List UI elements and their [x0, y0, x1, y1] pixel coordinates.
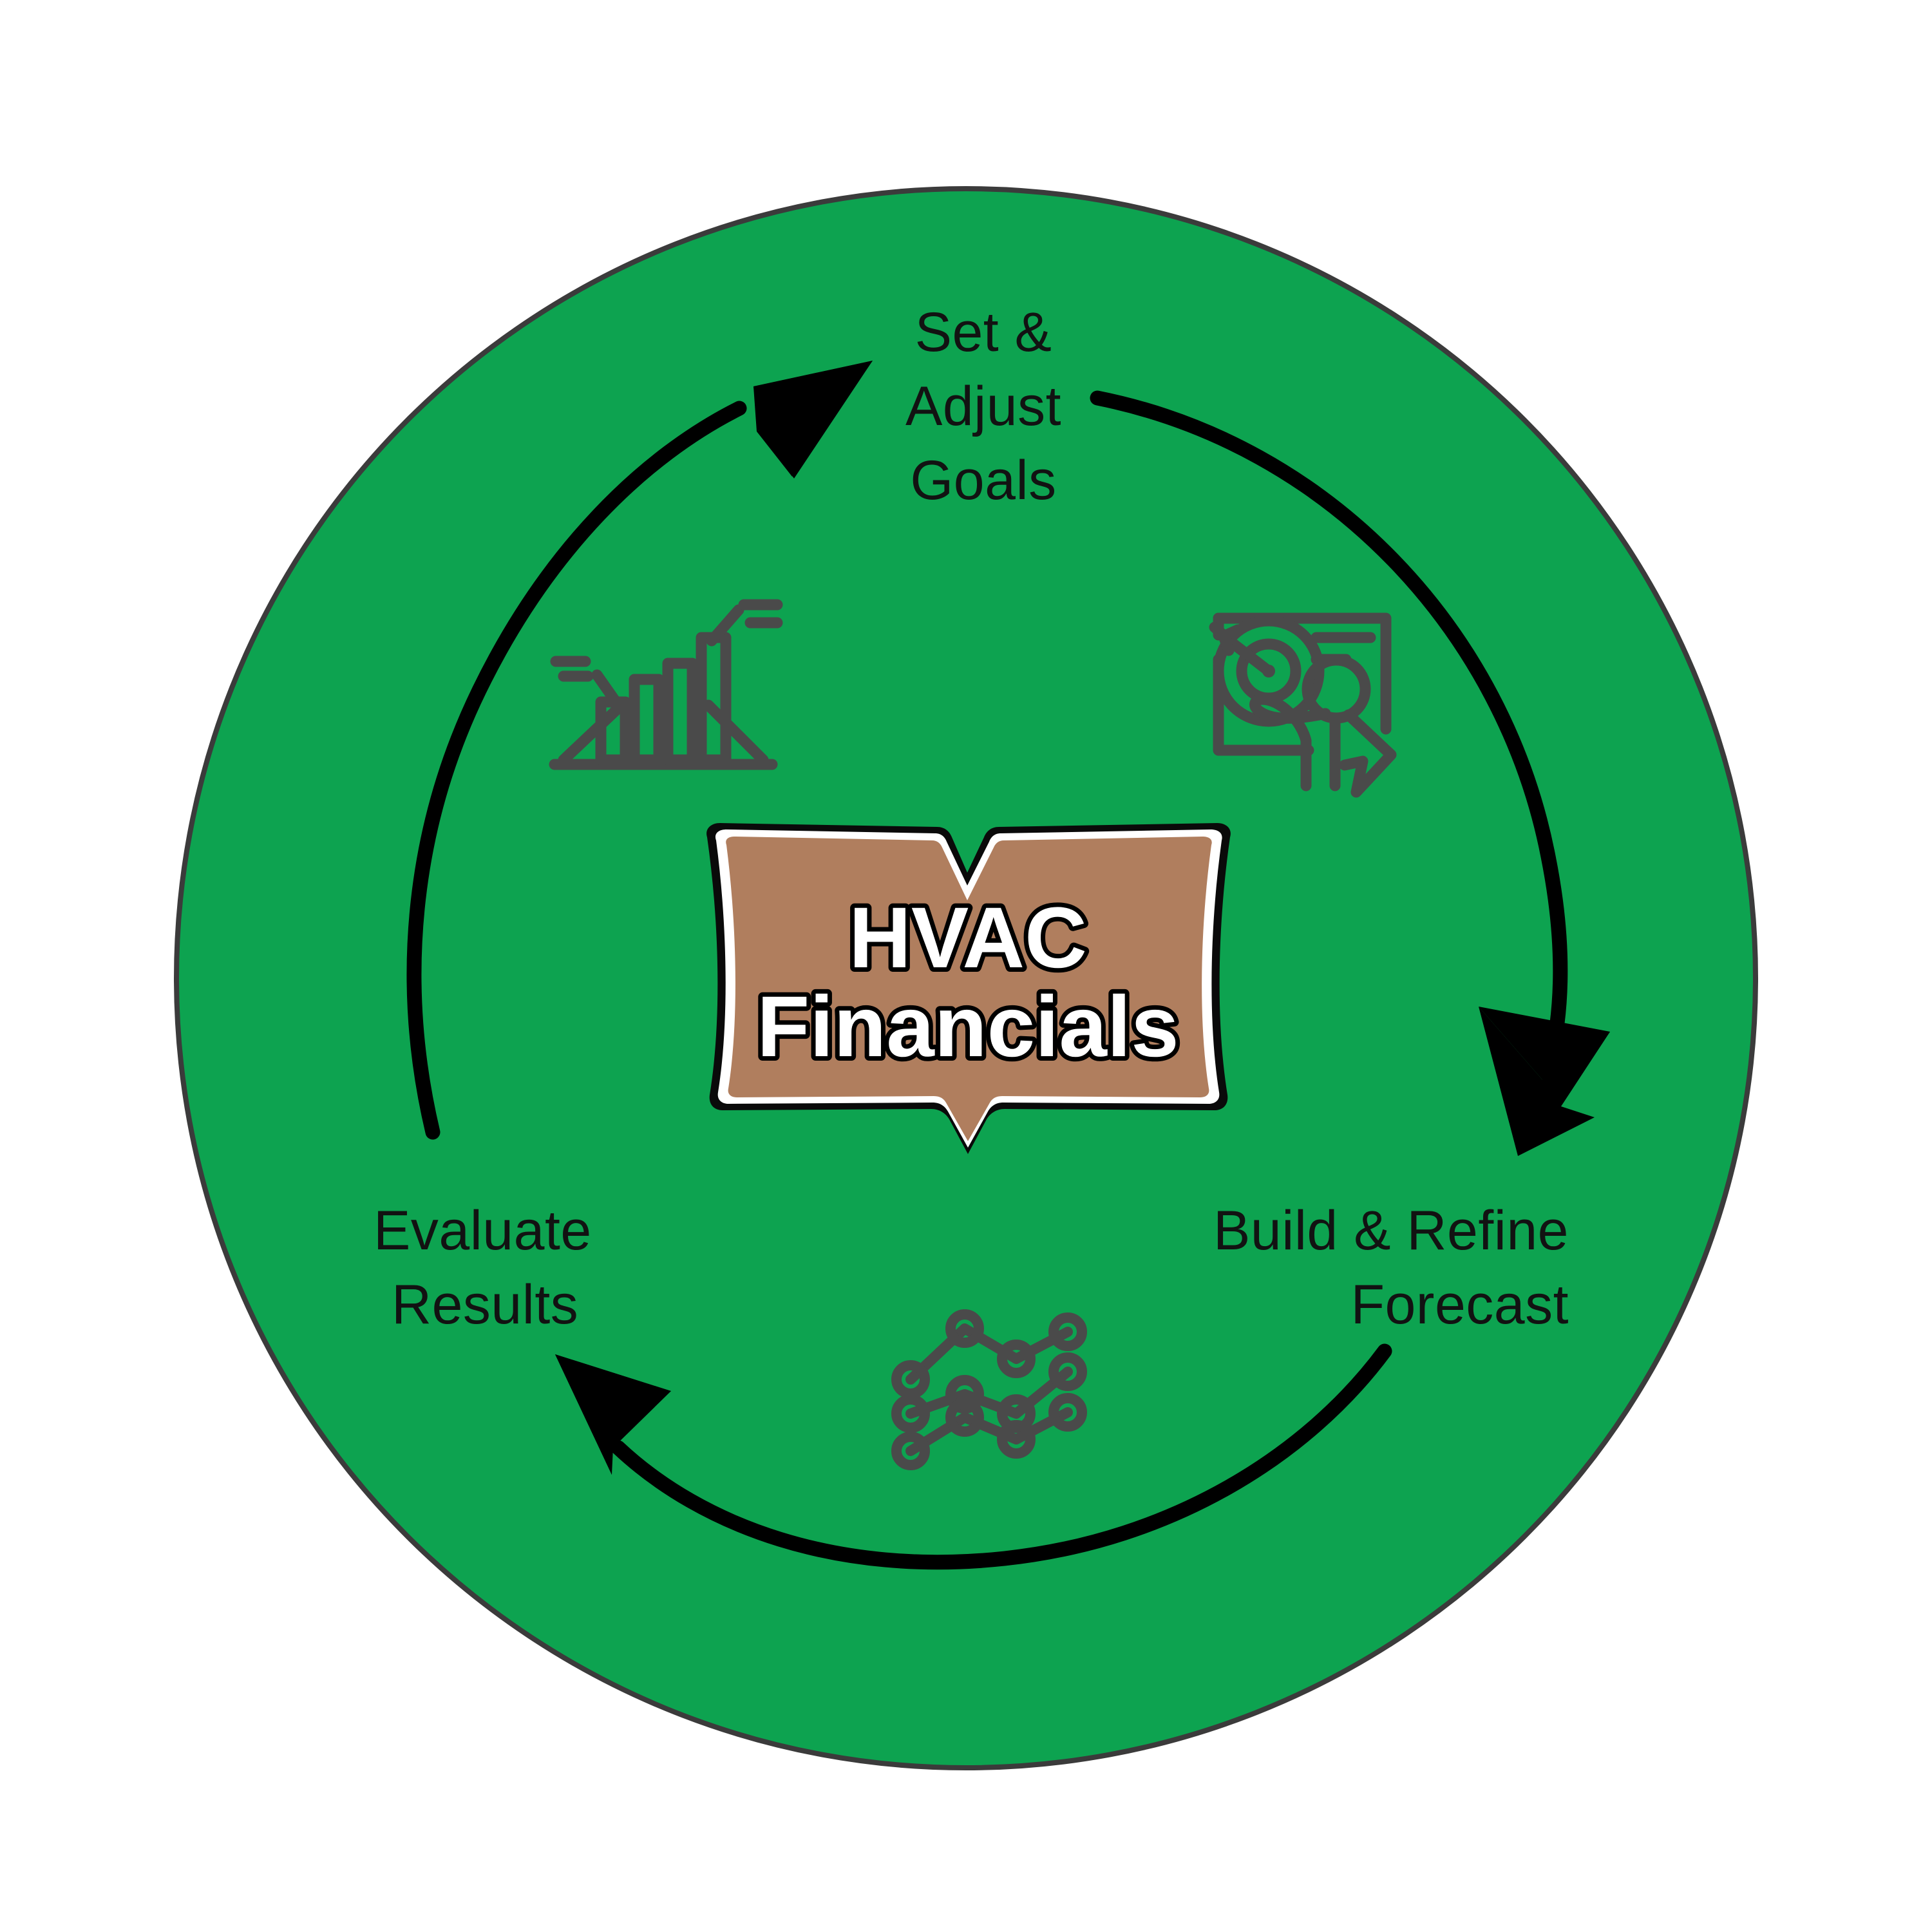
step-label-line: Build & Refine [1213, 1200, 1569, 1262]
badge-title-line2: Financials [757, 979, 1179, 1075]
arrow-evaluate-to-goals [406, 361, 873, 1140]
step-label-line: Results [392, 1274, 578, 1336]
step-label-line: Evaluate [374, 1200, 592, 1262]
arrow-goals-to-forecast [1090, 390, 1610, 1156]
growth-bar-chart-icon [549, 599, 783, 770]
step-label-evaluate-results: Evaluate Results [374, 1200, 592, 1336]
arrow-forecast-to-evaluate [555, 1343, 1392, 1570]
step-label-line: Forecast [1350, 1274, 1569, 1336]
step-label-line: Adjust [905, 375, 1061, 437]
step-label-build-refine-forecast: Build & Refine Forecast [1213, 1200, 1569, 1336]
center-badge: HVAC Financials [706, 823, 1231, 1154]
step-label-set-adjust-goals: Set & Adjust Goals [905, 301, 1061, 511]
multi-line-chart-icon [891, 1309, 1087, 1470]
step-label-line: Set & [915, 301, 1052, 363]
step-label-line: Goals [910, 450, 1056, 511]
badge-title-line1: HVAC [849, 890, 1087, 986]
presentation-target-icon [1209, 612, 1397, 798]
